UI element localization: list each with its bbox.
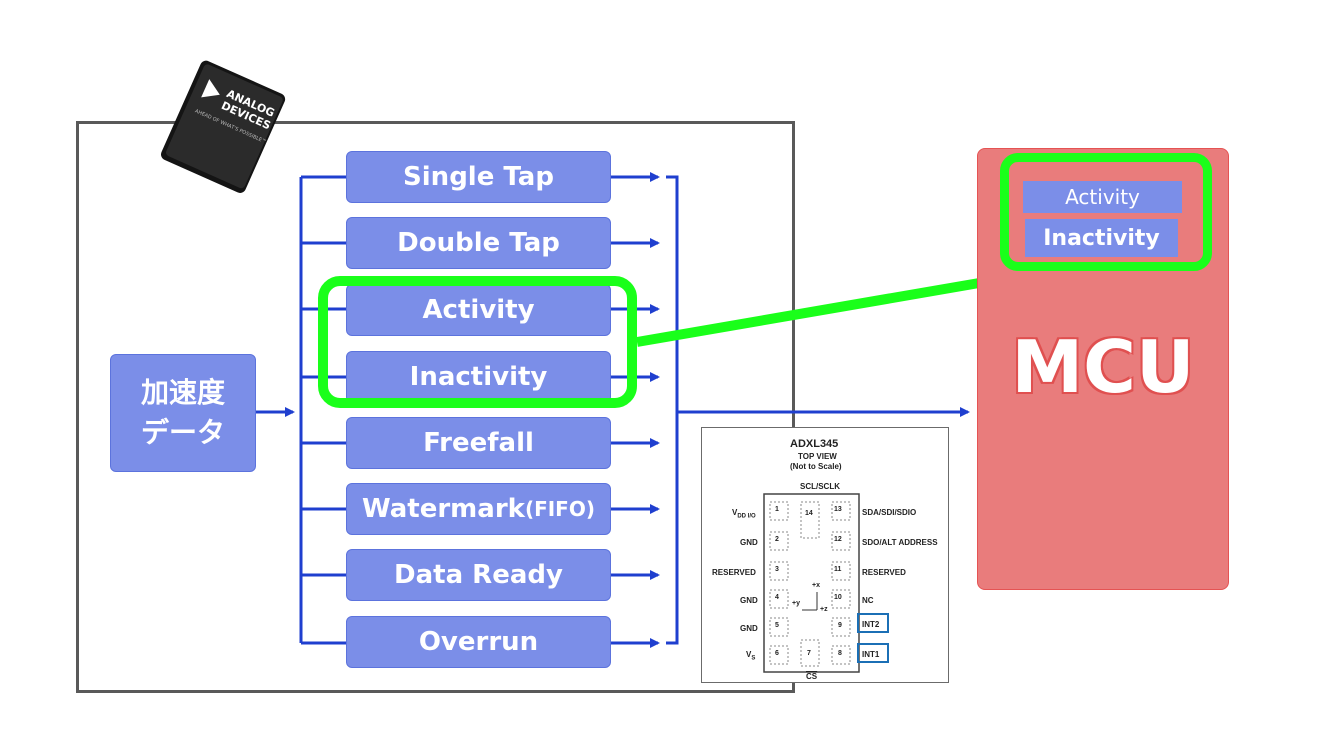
watermark-fifo-box: Watermark(FIFO): [346, 483, 611, 535]
overrun-box: Overrun: [346, 616, 611, 668]
inactivity-box: Inactivity: [346, 351, 611, 403]
pin-label-gnd-2: GND: [740, 538, 758, 547]
pin-number-12: 12: [834, 536, 842, 543]
pin-number-7: 7: [807, 650, 811, 657]
pin-number-2: 2: [775, 536, 779, 543]
pin-label-int1: INT1: [862, 650, 880, 659]
pin-label-vddio: VDD I/O: [732, 508, 756, 520]
pinout-subtitle1: TOP VIEW: [798, 452, 837, 461]
pin-number-6: 6: [775, 650, 779, 657]
acceleration-data-block: 加速度 データ: [110, 354, 256, 472]
adxl345-pinout: ADXL345 TOP VIEW (Not to Scale) SCL/SCLK…: [701, 427, 949, 683]
data-ready-box: Data Ready: [346, 549, 611, 601]
mcu-highlight: [1000, 153, 1212, 271]
pin-number-13: 13: [834, 506, 842, 513]
activity-box: Activity: [346, 284, 611, 336]
pinout-bottom-label: CS: [806, 672, 818, 681]
acceleration-data-line2: データ: [140, 416, 225, 449]
pin-label-sda: SDA/SDI/SDIO: [862, 508, 917, 517]
pin-number-3: 3: [775, 566, 779, 573]
pin-label-reserved-11: RESERVED: [862, 568, 906, 577]
freefall-box: Freefall: [346, 417, 611, 469]
axis-z-label: +z: [820, 606, 828, 613]
sensor-frame: [76, 121, 795, 693]
pinout-package: [763, 493, 889, 673]
pin-number-8: 8: [838, 650, 842, 657]
single-tap-box: Single Tap: [346, 151, 611, 203]
pin-label-reserved-3: RESERVED: [712, 568, 756, 577]
pin-number-1: 1: [775, 506, 779, 513]
double-tap-box: Double Tap: [346, 217, 611, 269]
pin-number-5: 5: [775, 622, 779, 629]
analog-devices-logo-icon: [201, 79, 220, 98]
pin-label-sdo: SDO/ALT ADDRESS: [862, 538, 938, 547]
pin-number-14: 14: [805, 510, 813, 517]
pinout-title: ADXL345: [790, 438, 839, 450]
pin-label-nc: NC: [862, 596, 874, 605]
pin-label-gnd-4: GND: [740, 596, 758, 605]
adxl345-chip-icon: ANALOG DEVICES AHEAD OF WHAT'S POSSIBLE™: [161, 60, 286, 193]
pinout-subtitle2: (Not to Scale): [790, 462, 842, 471]
mcu-label: MCU: [1011, 325, 1195, 409]
mcu-activity-label: Activity: [1023, 181, 1182, 213]
activity-inactivity-highlight: [318, 276, 637, 408]
pin-number-11: 11: [834, 566, 842, 573]
pin-number-10: 10: [834, 594, 842, 601]
mcu-inactivity-label: Inactivity: [1025, 219, 1178, 257]
pin-label-gnd-5: GND: [740, 624, 758, 633]
acceleration-data-line1: 加速度: [140, 376, 225, 409]
pin-label-int2: INT2: [862, 620, 880, 629]
pin-label-vs: VS: [746, 650, 756, 662]
pin-number-4: 4: [775, 594, 779, 601]
pinout-top-label: SCL/SCLK: [800, 482, 840, 491]
pin-number-9: 9: [838, 622, 842, 629]
axis-x-label: +x: [812, 582, 820, 589]
axis-y-label: +y: [792, 600, 800, 607]
